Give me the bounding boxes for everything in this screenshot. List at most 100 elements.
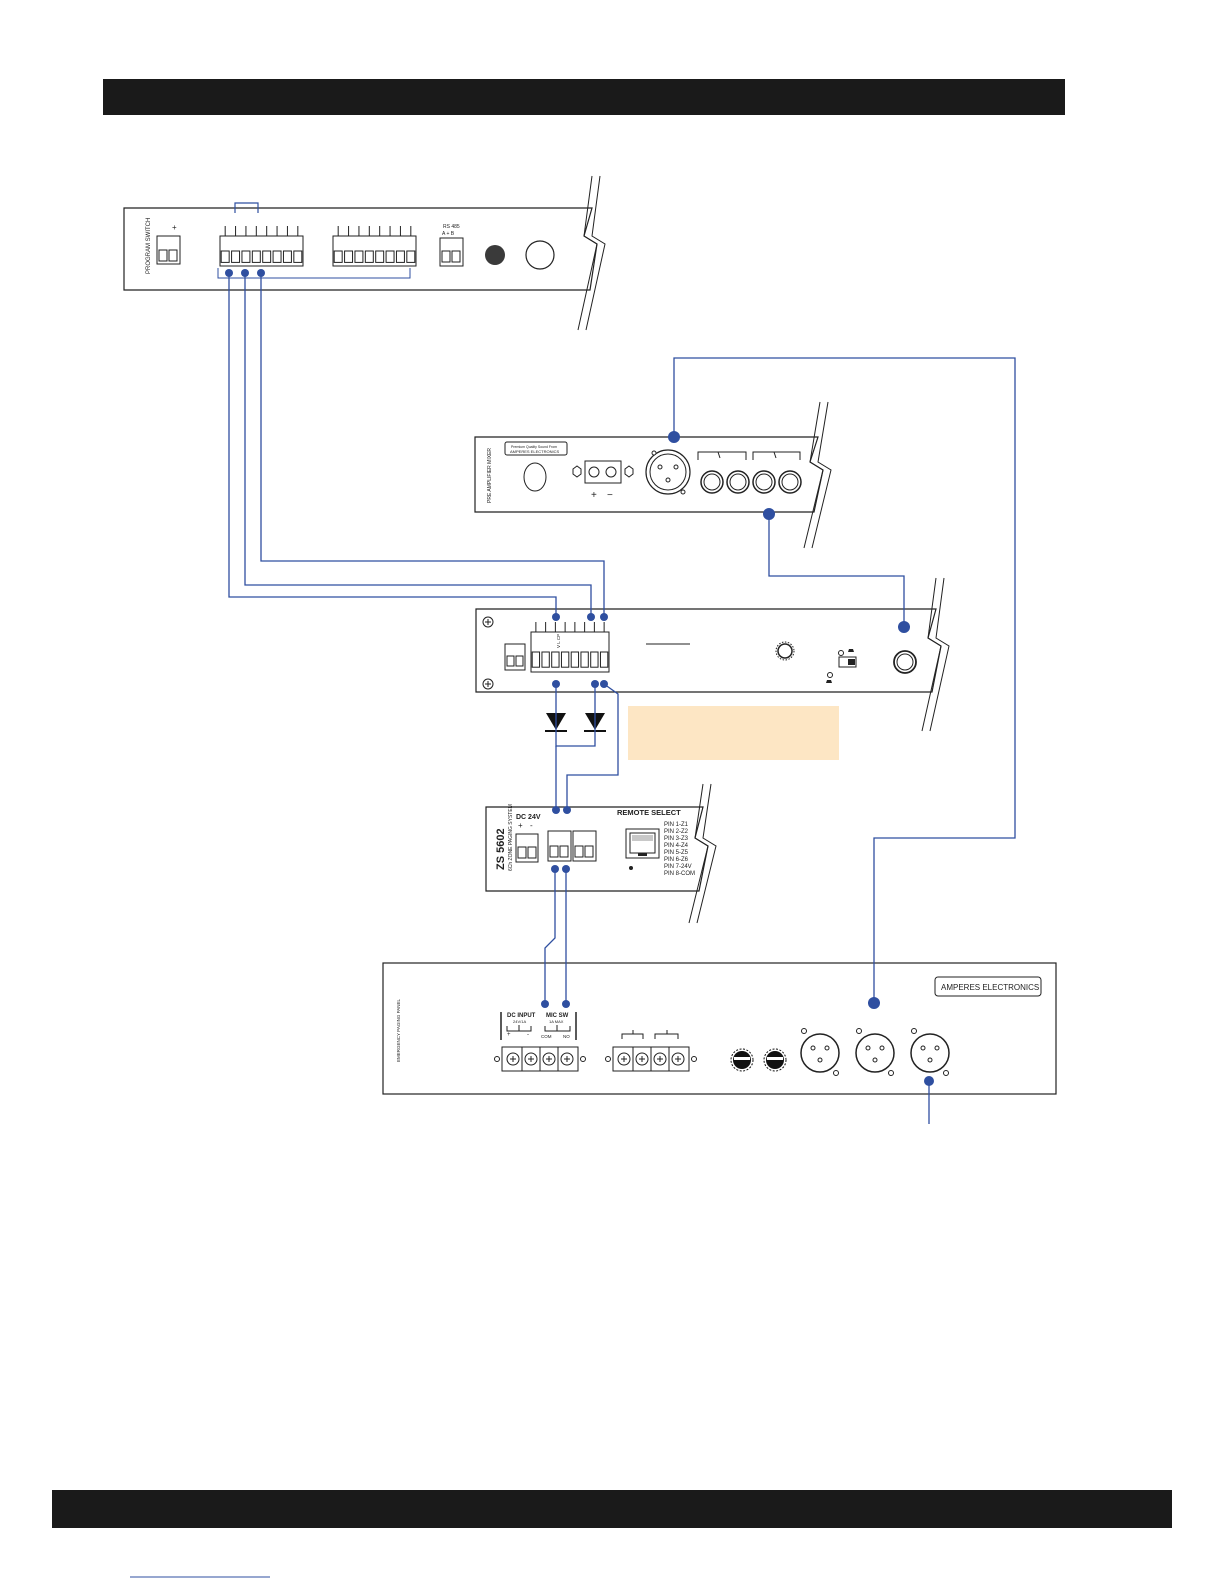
wire	[244, 273, 592, 617]
xlr-screw	[801, 1028, 807, 1034]
xlr-pin	[934, 1045, 940, 1051]
xlr-screw	[833, 1070, 839, 1076]
xlr-pin	[665, 477, 671, 483]
remote-pin-label: PIN 3-Z3	[664, 836, 689, 842]
mount-screw	[605, 1056, 611, 1062]
terminal-slot	[517, 846, 527, 859]
level-knob[interactable]	[730, 1048, 754, 1072]
rca-jack	[781, 473, 799, 491]
terminal-slot	[551, 651, 560, 668]
terminal-slot	[549, 845, 559, 858]
wire	[260, 273, 605, 617]
unit-d-model-sub: 6Ch ZONE PAGING SYSTEM	[508, 804, 514, 871]
unit-e-brand-badge	[934, 976, 1042, 997]
connection-dot	[668, 431, 680, 443]
unit-d-model: ZS 5602	[495, 828, 507, 870]
connection-dot	[600, 613, 608, 621]
xlr-screw	[943, 1070, 949, 1076]
terminal-slot	[375, 250, 385, 263]
xlr-pin	[810, 1045, 816, 1051]
wire	[228, 273, 557, 617]
wire	[555, 684, 596, 747]
wire	[566, 683, 619, 810]
volume-knob[interactable]	[775, 641, 795, 661]
unit-c-corner-screw-cross	[485, 619, 491, 625]
unit-a-terminal-block-2	[332, 226, 417, 267]
level-knob[interactable]	[763, 1048, 787, 1072]
unit-a-break-line	[577, 175, 606, 331]
remote-pin-label: PIN 7-24V	[664, 864, 692, 870]
mount-screw	[494, 1056, 500, 1062]
unit-b-mount-nut	[624, 465, 634, 478]
connection-dot	[898, 621, 910, 633]
unit-c-break-line	[921, 577, 950, 732]
xlr-socket	[910, 1033, 950, 1073]
mount-screw	[691, 1056, 697, 1062]
xlr-pin	[673, 464, 679, 470]
wiring	[228, 273, 1016, 1124]
xlr-screw	[911, 1028, 917, 1034]
mic-sw-bracket	[544, 1025, 571, 1032]
terminal-slot	[590, 651, 599, 668]
unit-c-led	[827, 672, 833, 678]
rs485-slot	[441, 250, 451, 263]
terminal-slot	[354, 250, 364, 263]
unit-b-mount-nut	[572, 465, 582, 478]
unit-d-dc-minus: -	[530, 821, 533, 830]
unit-d-break-line	[688, 783, 717, 924]
remote-pin-label: PIN 2-Z2	[664, 829, 689, 835]
unit-a-bridge-bracket	[234, 202, 259, 213]
xlr-screw	[680, 489, 686, 495]
xlr-pin	[879, 1045, 885, 1051]
rca-jack	[755, 473, 773, 491]
note-box	[628, 706, 839, 760]
terminal-slot	[515, 655, 524, 667]
mic-sw-no: NO	[563, 1034, 570, 1039]
terminal-slot	[395, 250, 405, 263]
speaker-bracket	[621, 1030, 644, 1039]
unit-b-screw	[588, 466, 600, 478]
terminal-slot	[385, 250, 395, 263]
unit-c-output-jack-inner	[896, 653, 914, 671]
unit-d-led	[629, 866, 633, 870]
screw-cross	[657, 1056, 663, 1062]
xlr-pin	[657, 464, 663, 470]
connection-dot	[600, 680, 608, 688]
unit-a-knob[interactable]	[525, 240, 555, 270]
bracket-tick	[717, 451, 721, 459]
connection-dot	[868, 997, 880, 1009]
connection-dot	[241, 269, 249, 277]
connection-dot	[924, 1076, 934, 1086]
terminal-slot	[406, 250, 416, 263]
screw-cross	[564, 1056, 570, 1062]
unit-a-output-bracket	[217, 268, 411, 279]
dc-input-label: DC INPUT	[507, 1013, 536, 1019]
unit-b-plus: +	[591, 490, 597, 501]
connection-dot	[257, 269, 265, 277]
remote-pin-label: PIN 5-Z5	[664, 850, 689, 856]
remote-select-title: REMOTE SELECT	[617, 808, 681, 817]
unit-a-2pin-slot	[158, 249, 168, 262]
terminal-slot	[262, 250, 272, 263]
terminal-slot	[364, 250, 374, 263]
rj45-port	[625, 828, 660, 859]
remote-pin-label: PIN 8-COM	[664, 871, 695, 877]
unit-b-power-switch[interactable]	[523, 462, 547, 492]
speaker-bracket	[654, 1030, 679, 1039]
terminal-slot	[282, 250, 292, 263]
zone-selector-zs5602-unit: ZS 5602 6Ch ZONE PAGING SYSTEM DC 24V + …	[485, 783, 717, 924]
terminal-slot	[599, 651, 609, 668]
terminal-slot	[333, 250, 343, 263]
unit-b-brand-top: Premium Quality Sound From	[511, 445, 557, 449]
xlr-pin	[927, 1057, 933, 1063]
wire	[544, 869, 556, 1004]
unit-a-plus-mark: +	[172, 223, 177, 232]
unit-b-brand: AMPERES ELECTRONICS	[510, 449, 559, 454]
mode-slide-switch[interactable]	[838, 656, 857, 668]
wire	[673, 357, 1016, 1003]
unit-c-indicator-icon	[848, 649, 854, 652]
terminal-slot	[241, 250, 251, 263]
screw-cross	[621, 1056, 627, 1062]
